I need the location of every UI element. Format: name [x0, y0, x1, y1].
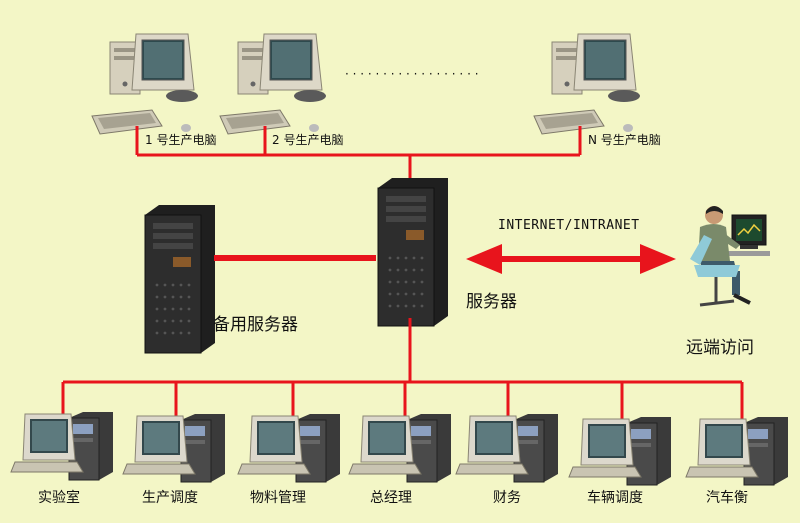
workstation-icon [348, 413, 452, 483]
workstation-icon [122, 413, 226, 483]
backup-server-label: 备用服务器 [213, 315, 298, 335]
pc1-label: 1 号生产电脑 [145, 133, 216, 147]
production-pc-1 [91, 33, 199, 135]
internet-label: INTERNET/INTRANET [498, 218, 640, 233]
department-label-lab: 实验室 [38, 489, 80, 506]
workstation-icon [237, 413, 341, 483]
production-pc-ellipsis: · · · · · · · · · · · · · · · · · · [345, 67, 479, 81]
production-bus [135, 126, 582, 180]
department-label-general-manager: 总经理 [370, 490, 412, 506]
workstation-icon [685, 416, 789, 486]
remote-access-label: 远端访问 [686, 338, 754, 358]
department-label-truck-scale: 汽车衡 [706, 489, 748, 506]
main-server-label: 服务器 [466, 292, 517, 312]
workstation-icon [455, 413, 559, 483]
workstation-icon [568, 416, 672, 486]
pcN-label: N 号生产电脑 [588, 133, 661, 147]
pc2-label: 2 号生产电脑 [272, 133, 343, 147]
department-label-production-scheduling: 生产调度 [142, 490, 198, 506]
production-pc-2 [219, 33, 327, 135]
department-label-finance: 财务 [493, 490, 521, 506]
department-label-vehicle-dispatch: 车辆调度 [587, 489, 643, 506]
backup-server-icon [144, 204, 216, 354]
workstation-icon [10, 411, 114, 481]
main-server-icon [377, 177, 449, 327]
department-label-materials: 物料管理 [250, 490, 306, 506]
production-pc-n [533, 33, 641, 135]
internet-double-arrow [466, 244, 676, 274]
remote-user-icon [690, 206, 770, 307]
